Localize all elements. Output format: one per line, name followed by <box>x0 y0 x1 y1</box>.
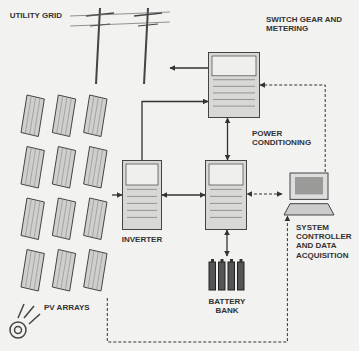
power-line <box>226 230 227 256</box>
utility-grid: UTILITY GRID <box>70 4 170 84</box>
control-line <box>107 216 287 342</box>
pv-array: PV ARRAYS <box>18 92 112 298</box>
cabinet-icon <box>205 160 247 230</box>
power-conditioning-cabinet: POWER CONDITIONING <box>205 160 247 230</box>
component-label: SWITCH GEAR AND METERING <box>264 14 352 34</box>
power-line <box>162 194 205 195</box>
component-label: INVERTER <box>114 234 170 245</box>
power-line <box>142 102 208 161</box>
inverter-cabinet: INVERTER <box>122 160 162 230</box>
component-label: UTILITY GRID <box>4 10 64 21</box>
battery-bank: BATTERY BANK <box>208 256 246 292</box>
battery-icon <box>208 256 246 292</box>
computer-icon <box>282 172 336 216</box>
cabinet-icon <box>122 160 162 230</box>
pv-icon <box>18 92 112 298</box>
component-label: PV ARRAYS <box>42 302 102 313</box>
component-label: SYSTEM CONTROLLER AND DATA ACQUISITION <box>294 222 356 261</box>
grid-icon <box>70 4 170 84</box>
switch-gear-cabinet: SWITCH GEAR AND METERING <box>208 52 260 118</box>
cabinet-icon <box>208 52 260 118</box>
control-line <box>247 194 282 195</box>
component-label: BATTERY BANK <box>198 296 256 316</box>
power-line <box>227 118 228 160</box>
power-line <box>112 194 122 195</box>
component-label: POWER CONDITIONING <box>250 128 318 148</box>
power-line <box>170 67 208 68</box>
sun-symbol <box>10 304 40 338</box>
system-controller: SYSTEM CONTROLLER AND DATA ACQUISITION <box>282 172 336 216</box>
